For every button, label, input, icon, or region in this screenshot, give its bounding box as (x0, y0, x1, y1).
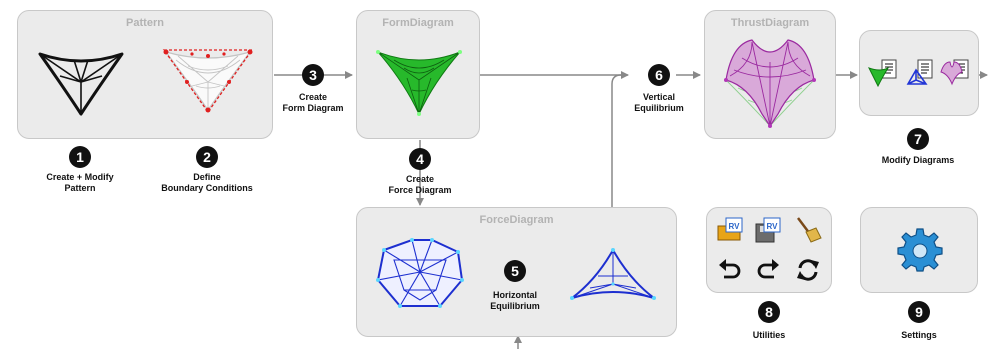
step-6-line2: Equilibrium (634, 103, 684, 113)
thrust-panel-title: ThrustDiagram (730, 17, 810, 29)
step-8-caption: Utilities (753, 330, 786, 341)
step-9-number: 9 (908, 301, 930, 323)
redo-icon[interactable] (754, 256, 782, 284)
step-7-number: 7 (907, 128, 929, 150)
form-diagram (376, 50, 462, 116)
step-2-line2: Boundary Conditions (161, 183, 253, 193)
step-4-line1: Create (405, 174, 434, 184)
thrust-diagram (724, 39, 816, 128)
step-5-line1: Horizontal (493, 290, 537, 300)
step-1-line2: Pattern (64, 183, 96, 193)
svg-text:RV: RV (729, 222, 741, 231)
step-7-caption: Modify Diagrams (882, 155, 955, 166)
step-2-line1: Define (193, 172, 221, 182)
settings-panel (860, 207, 978, 293)
modify-force-icon[interactable] (904, 58, 938, 90)
step-5-line2: Equilibrium (490, 301, 540, 311)
step-5-number: 5 (504, 260, 526, 282)
step-9-caption: Settings (901, 330, 937, 341)
step-3-line1: Create (298, 92, 328, 102)
clear-broom-icon[interactable] (794, 216, 822, 244)
step-3-number: 3 (302, 64, 324, 86)
step-4-number: 4 (409, 148, 431, 170)
modify-form-icon[interactable] (867, 58, 902, 90)
save-rv-icon[interactable]: RV (754, 216, 782, 244)
step-6-line1: Vertical (642, 92, 676, 102)
open-rv-icon[interactable]: RV (716, 216, 744, 244)
step-8-line1: Utilities (752, 330, 786, 340)
refresh-icon[interactable] (794, 256, 822, 284)
step-6-number: 6 (648, 64, 670, 86)
arrow-force-to-vertical (611, 74, 622, 208)
gear-icon[interactable] (897, 227, 943, 272)
step-2-number: 2 (196, 146, 218, 168)
step-3-line2: Form Diagram (282, 103, 344, 113)
step-9-line1: Settings (901, 330, 937, 340)
force-panel-title: ForceDiagram (479, 214, 554, 226)
boundary-conditions-diagram (162, 49, 254, 114)
pattern-diagram (38, 52, 124, 116)
form-panel-title: FormDiagram (382, 17, 454, 29)
modify-thrust-icon[interactable] (940, 58, 974, 90)
step-4-line2: Force Diagram (388, 185, 452, 195)
undo-icon[interactable] (716, 256, 744, 284)
force-diagram (376, 238, 464, 308)
step-7-line1: Modify Diagrams (881, 155, 955, 165)
step-1-line1: Create + Modify (46, 172, 114, 182)
step-1-number: 1 (69, 146, 91, 168)
svg-text:RV: RV (767, 222, 779, 231)
step-8-number: 8 (758, 301, 780, 323)
equilibrium-force-diagram (570, 247, 656, 300)
pattern-panel-title: Pattern (126, 17, 164, 29)
